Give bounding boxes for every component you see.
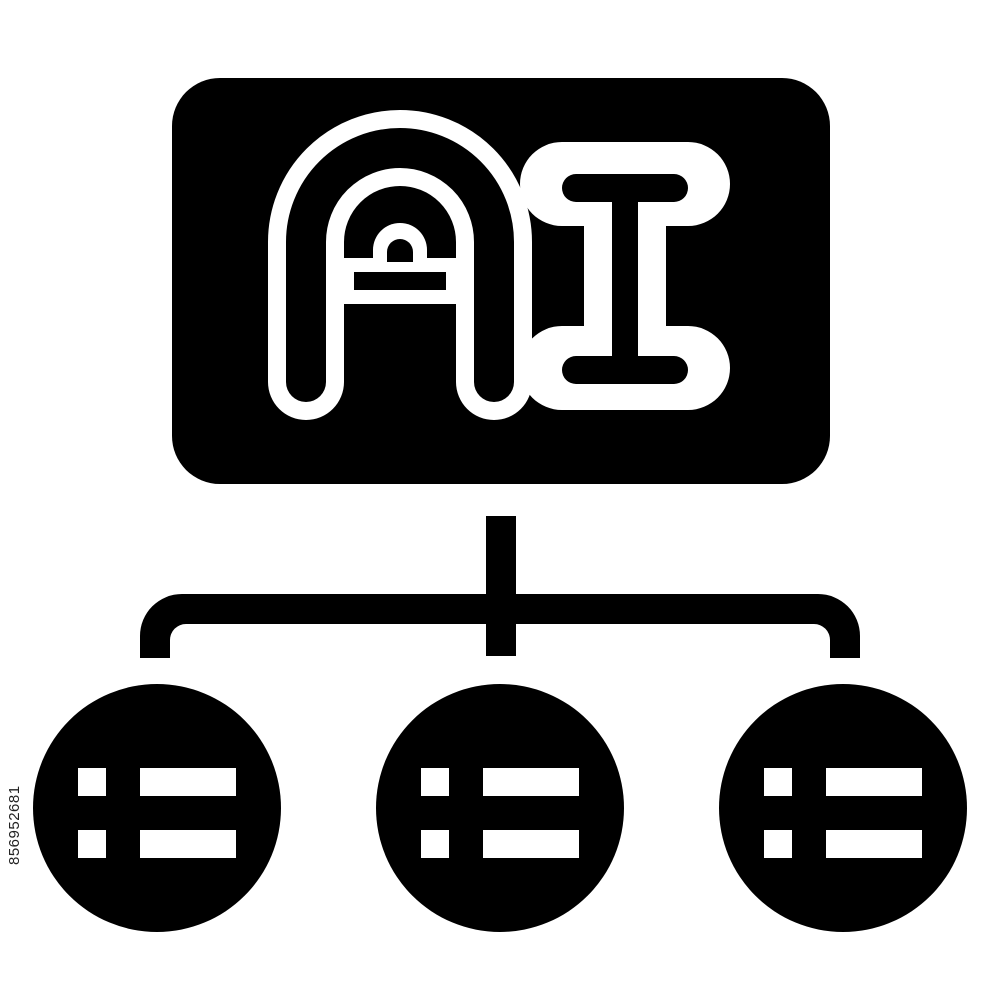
list-bullet — [78, 830, 106, 858]
connector-bar — [140, 594, 860, 658]
connector-tree — [140, 516, 860, 658]
stock-id-watermark: 856952681 — [6, 785, 23, 865]
list-line — [826, 830, 922, 858]
list-bullet — [764, 830, 792, 858]
list-line — [140, 830, 236, 858]
list-line — [140, 768, 236, 796]
list-bullet — [421, 768, 449, 796]
list-node-right — [719, 684, 967, 932]
list-bullet — [421, 830, 449, 858]
letter-i-icon — [520, 142, 730, 410]
list-bullet — [764, 768, 792, 796]
list-line — [483, 768, 579, 796]
list-node-center — [376, 684, 624, 932]
list-line — [826, 768, 922, 796]
list-node-left — [33, 684, 281, 932]
list-bullet — [78, 768, 106, 796]
connector-stem — [486, 516, 516, 656]
letter-a-icon — [268, 110, 532, 420]
list-line — [483, 830, 579, 858]
